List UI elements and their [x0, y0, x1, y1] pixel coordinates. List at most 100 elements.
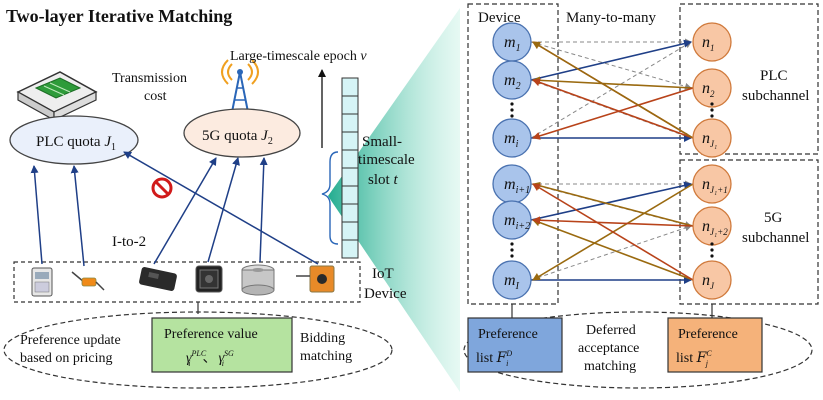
many-to-many-label: Many-to-many [566, 10, 656, 26]
plc-subchannel-box [679, 3, 819, 155]
proposal-link [530, 39, 692, 81]
device-node: mi+1 [492, 164, 532, 204]
plc-subchannel-label-2: subchannel [742, 88, 809, 104]
channel-node-label: n1 [702, 34, 715, 53]
channel-node: nJ₁+1 [692, 164, 732, 204]
slot-cell [341, 203, 359, 223]
transmission-cost-label-1: Transmission [112, 71, 187, 86]
channel-node-label: nJ [702, 272, 715, 291]
5g-subchannel-box [679, 159, 819, 305]
device-header: Device [478, 10, 521, 26]
proposal-link [532, 41, 694, 139]
slot-label-1: Small- [362, 134, 402, 150]
link-box-plc [123, 151, 319, 265]
matching-links [530, 38, 694, 284]
router-icon [16, 71, 98, 122]
device-ellipsis [510, 102, 514, 258]
transmission-cost-label-2: cost [144, 89, 167, 104]
cylinder-device [241, 264, 275, 296]
5g-quota-node [183, 108, 301, 158]
slot-cell [341, 131, 359, 151]
proposal-link [532, 87, 694, 140]
gateway-device [139, 267, 177, 291]
plc-quota-node [9, 115, 139, 165]
iot-device-box [13, 261, 361, 303]
pref-list-device-label-1: Preference [478, 327, 538, 342]
pref-value-label: Preference value [164, 327, 258, 342]
forbidden-icon [151, 177, 173, 199]
box-sensor-device [296, 265, 335, 293]
board-device [195, 265, 223, 293]
pref-list-channel-label-1: Preference [678, 327, 738, 342]
pref-update-label-1: Preference update [20, 333, 121, 348]
5g-quota-label: 5G quota J2 [202, 128, 273, 147]
device-node: m2 [492, 60, 532, 100]
proposal-link [532, 216, 694, 227]
slot-cell [341, 77, 359, 97]
iot-device-label-1: IoT [372, 266, 394, 282]
link-meter-plc [30, 165, 43, 265]
deferred-ellipse [463, 311, 813, 389]
slot-label-3: slot t [368, 172, 398, 188]
channel-node-label: nJ₁+2 [702, 218, 728, 237]
device-node-label: m1 [504, 34, 521, 54]
slot-cell [341, 149, 359, 169]
pref-value-box [151, 317, 293, 373]
5g-subchannel-label-2: subchannel [742, 230, 809, 246]
device-node: m1 [492, 22, 532, 62]
pref-list-device-box [467, 317, 563, 373]
deferred-label-3: matching [584, 359, 636, 374]
channel-ellipsis [710, 102, 714, 258]
proposal-link [532, 78, 694, 139]
proposal-link [530, 224, 692, 281]
link-gateway-5g [153, 157, 217, 265]
link-cylinder-5g [259, 157, 268, 263]
deferred-label-1: Deferred [586, 323, 636, 338]
channel-node: nJ [692, 260, 732, 300]
device-node: mi [492, 118, 532, 158]
pref-list-channel-box [667, 317, 763, 373]
plc-subchannel-label-1: PLC [760, 68, 788, 84]
pref-update-label-2: based on pricing [20, 351, 113, 366]
i-to-2-label: I-to-2 [112, 234, 146, 250]
slot-cell [341, 239, 359, 259]
slot-label-2: timescale [358, 152, 415, 168]
link-sensor-plc [70, 165, 85, 267]
proposal-link [530, 41, 692, 139]
device-node-label: mi [504, 130, 519, 150]
slot-cell [341, 113, 359, 133]
channel-node: n1 [692, 22, 732, 62]
channel-node: nJ₁ [692, 118, 732, 158]
device-node-label: mI [504, 272, 520, 292]
device-node-label: m2 [504, 72, 521, 92]
slot-cell [341, 221, 359, 241]
epoch-label: Large-timescale epoch ν [230, 49, 367, 64]
meter-device [31, 267, 53, 297]
iot-device-label-2: Device [364, 286, 407, 302]
bidding-label-2: matching [300, 349, 352, 364]
slot-stack [341, 77, 359, 259]
5g-subchannel-label-1: 5G [764, 210, 783, 226]
tower-icon [221, 59, 259, 113]
device-node-label: mi+1 [504, 176, 530, 196]
channel-node-label: n2 [702, 80, 715, 99]
slot-brace [321, 151, 339, 245]
sensor-device [71, 271, 105, 291]
bidding-label-1: Bidding [300, 331, 345, 346]
deferred-label-2: acceptance [578, 341, 639, 356]
channel-nodes: n1 n2 nJ₁ nJ₁+1 nJ₁+2 nJ [692, 22, 732, 300]
device-column-box [467, 3, 559, 305]
slot-cell [341, 185, 359, 205]
plc-quota-label: PLC quota J1 [36, 134, 116, 153]
slot-cell [341, 167, 359, 187]
proposal-link [532, 183, 694, 281]
proposal-link [532, 218, 694, 281]
zoom-funnel [328, 8, 460, 392]
channel-node-label: nJ₁+1 [702, 176, 728, 195]
